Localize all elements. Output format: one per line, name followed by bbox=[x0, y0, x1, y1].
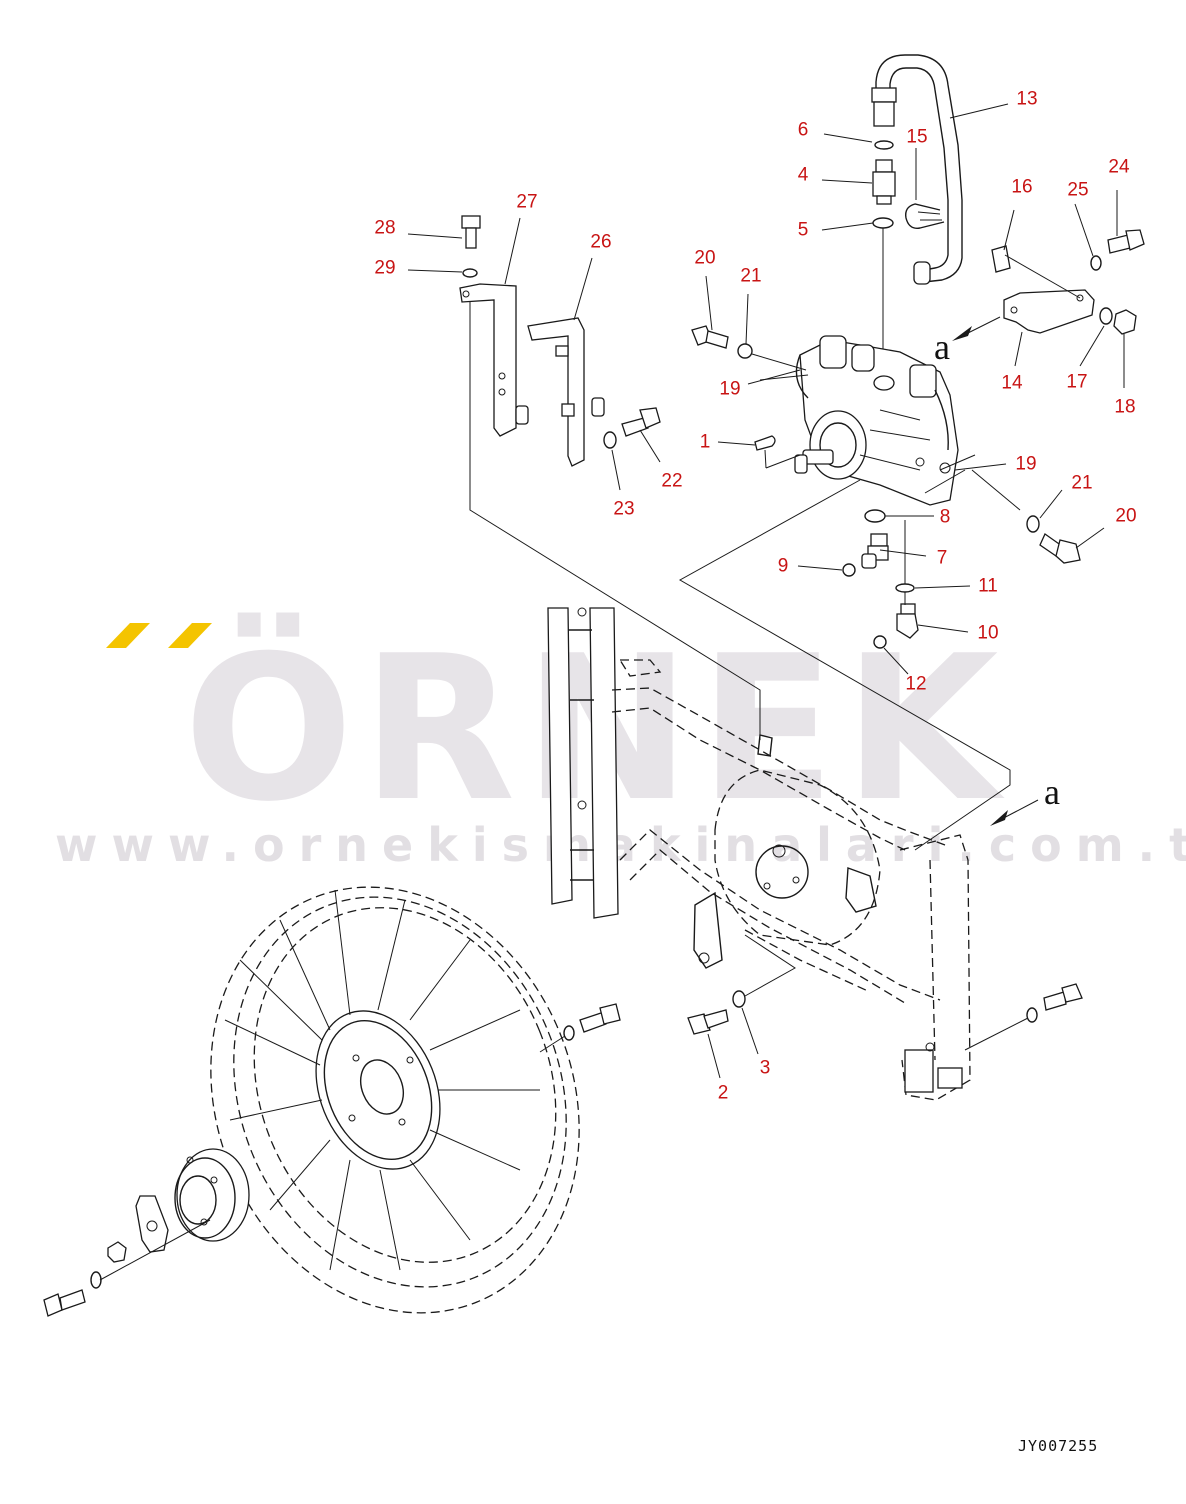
o-ring-9 bbox=[842, 563, 856, 577]
radiator-frame bbox=[547, 607, 971, 1101]
washer-23 bbox=[603, 431, 617, 449]
callout-22: 22 bbox=[661, 470, 683, 492]
o-ring-11 bbox=[895, 583, 915, 593]
hub-bolt bbox=[43, 1289, 86, 1317]
callout-25: 25 bbox=[1067, 179, 1089, 201]
callout-11: 11 bbox=[978, 575, 998, 597]
washer-21-upper bbox=[737, 343, 753, 359]
callout-16: 16 bbox=[1011, 176, 1033, 198]
fitting-15 bbox=[905, 203, 945, 229]
view-arrow-top bbox=[952, 326, 972, 341]
elbow-10 bbox=[896, 603, 919, 639]
callout-19-left: 19 bbox=[719, 378, 741, 400]
washer-29 bbox=[462, 268, 478, 278]
hub-nut bbox=[107, 1241, 127, 1263]
view-marker-middle: a bbox=[1044, 772, 1060, 812]
callout-5: 5 bbox=[797, 219, 809, 241]
callout-7: 7 bbox=[936, 547, 948, 569]
callout-26: 26 bbox=[590, 231, 612, 253]
fan-bolt bbox=[579, 1003, 621, 1033]
callout-21-upper: 21 bbox=[740, 265, 762, 287]
callout-21-lower: 21 bbox=[1071, 472, 1093, 494]
bolt-22 bbox=[621, 407, 661, 437]
callout-13: 13 bbox=[1016, 88, 1038, 110]
leader-lines bbox=[407, 103, 1125, 1079]
bolt-24 bbox=[1107, 229, 1145, 254]
washer-right bbox=[1026, 1007, 1038, 1023]
bracket-26 bbox=[527, 317, 605, 467]
o-ring-5 bbox=[872, 217, 894, 229]
view-arrow-middle bbox=[990, 810, 1008, 826]
bracket-14 bbox=[1003, 289, 1095, 334]
nut-18 bbox=[1113, 309, 1137, 335]
washer-25 bbox=[1090, 255, 1102, 271]
hub-plate bbox=[135, 1195, 169, 1253]
callout-18: 18 bbox=[1114, 396, 1136, 418]
callout-20-lower: 20 bbox=[1115, 505, 1137, 527]
bolt-2 bbox=[687, 1009, 729, 1035]
o-ring-8 bbox=[864, 509, 886, 523]
washer-21-lower bbox=[1026, 515, 1040, 533]
callout-3: 3 bbox=[759, 1057, 771, 1079]
callout-27: 27 bbox=[516, 191, 538, 213]
watermark-accent-left bbox=[106, 623, 150, 648]
clip-16 bbox=[991, 245, 1011, 273]
callout-8: 8 bbox=[939, 506, 951, 528]
callout-29: 29 bbox=[374, 257, 396, 279]
pump-assembly bbox=[794, 335, 959, 506]
washer-17 bbox=[1099, 307, 1113, 325]
fan-washer bbox=[563, 1025, 575, 1041]
elbow-7 bbox=[861, 533, 889, 569]
drawing-code: JY007255 bbox=[1018, 1437, 1099, 1455]
bolt-right bbox=[1043, 983, 1083, 1011]
watermark-accent-right bbox=[168, 623, 212, 648]
bolt-20-upper bbox=[691, 325, 729, 349]
adapter-4 bbox=[872, 159, 896, 205]
callout-17: 17 bbox=[1066, 371, 1088, 393]
callout-14: 14 bbox=[1001, 372, 1023, 394]
callout-9: 9 bbox=[777, 555, 789, 577]
callout-10: 10 bbox=[977, 622, 999, 644]
hub-washer bbox=[90, 1271, 102, 1289]
key-1 bbox=[754, 435, 776, 451]
hose-13 bbox=[871, 54, 963, 285]
callout-19-right: 19 bbox=[1015, 453, 1037, 475]
callout-20-upper: 20 bbox=[694, 247, 716, 269]
o-ring-12 bbox=[873, 635, 887, 649]
callout-23: 23 bbox=[613, 498, 635, 520]
fan-hub bbox=[174, 1148, 250, 1242]
view-marker-top: a bbox=[934, 327, 950, 367]
bracket-27 bbox=[459, 283, 529, 437]
callout-4: 4 bbox=[797, 164, 809, 186]
callout-15: 15 bbox=[906, 126, 928, 148]
callout-12: 12 bbox=[905, 673, 927, 695]
bolt-20-lower bbox=[1039, 533, 1081, 564]
o-ring-6 bbox=[874, 140, 894, 150]
callout-24: 24 bbox=[1108, 156, 1130, 178]
bolt-28 bbox=[461, 215, 481, 249]
cooling-fan bbox=[210, 886, 580, 1314]
callout-6: 6 bbox=[797, 119, 809, 141]
washer-3 bbox=[732, 990, 746, 1008]
callout-28: 28 bbox=[374, 217, 396, 239]
callout-2: 2 bbox=[717, 1082, 729, 1104]
callout-1: 1 bbox=[699, 431, 711, 453]
